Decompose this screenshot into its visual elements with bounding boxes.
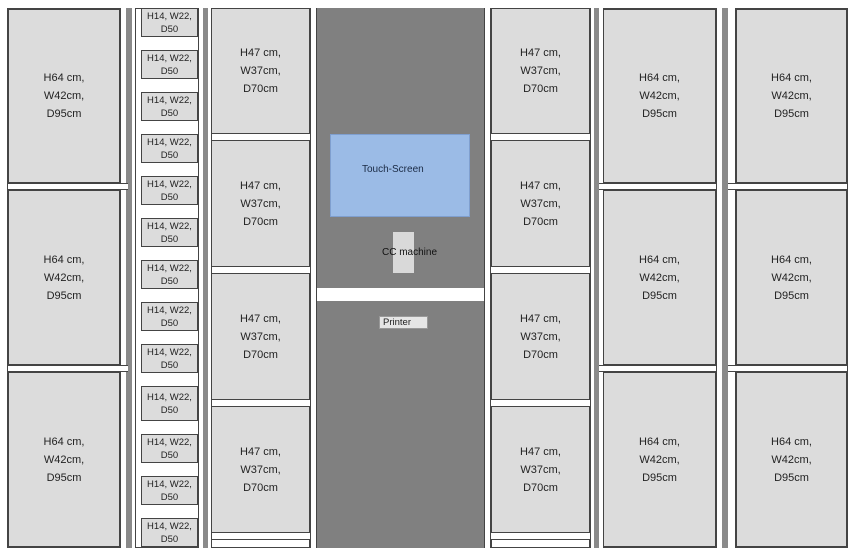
medium-locker[interactable]: H47 cm, W37cm, D70cm xyxy=(211,273,310,400)
kiosk-panel xyxy=(317,8,484,548)
small-locker[interactable]: H14, W22, D50 xyxy=(141,518,198,547)
small-locker[interactable]: H14, W22, D50 xyxy=(141,176,198,205)
large-locker[interactable]: H64 cm, W42cm, D95cm xyxy=(603,9,716,183)
divider-bar xyxy=(203,8,208,548)
medium-locker[interactable]: H47 cm, W37cm, D70cm xyxy=(491,273,590,400)
divider-bar xyxy=(126,8,132,548)
small-locker[interactable]: H14, W22, D50 xyxy=(141,218,198,247)
small-locker[interactable]: H14, W22, D50 xyxy=(141,134,198,163)
medium-locker[interactable]: H47 cm, W37cm, D70cm xyxy=(211,8,310,134)
divider-strip xyxy=(484,8,491,548)
touch-screen-label: Touch-Screen xyxy=(362,164,424,175)
divider-strip xyxy=(310,8,317,548)
cc-machine[interactable] xyxy=(393,232,414,273)
small-locker[interactable]: H14, W22, D50 xyxy=(141,434,198,463)
medium-locker[interactable]: H47 cm, W37cm, D70cm xyxy=(491,8,590,134)
large-locker[interactable]: H64 cm, W42cm, D95cm xyxy=(8,190,120,365)
locker-base xyxy=(491,539,590,548)
medium-locker[interactable]: H47 cm, W37cm, D70cm xyxy=(491,406,590,533)
separator xyxy=(599,183,716,190)
small-locker[interactable]: H14, W22, D50 xyxy=(141,302,198,331)
separator xyxy=(599,365,716,372)
small-locker[interactable]: H14, W22, D50 xyxy=(141,386,198,421)
large-locker[interactable]: H64 cm, W42cm, D95cm xyxy=(736,372,847,547)
touch-screen[interactable]: Touch-Screen xyxy=(330,134,470,217)
large-locker[interactable]: H64 cm, W42cm, D95cm xyxy=(736,9,847,183)
locker-base xyxy=(211,539,310,548)
separator xyxy=(8,183,128,190)
small-locker[interactable]: H14, W22, D50 xyxy=(141,476,198,505)
divider-bar xyxy=(722,8,728,548)
small-locker[interactable]: H14, W22, D50 xyxy=(141,260,198,289)
printer[interactable]: Printer xyxy=(379,316,428,329)
large-locker[interactable]: H64 cm, W42cm, D95cm xyxy=(603,372,716,547)
divider-bar xyxy=(594,8,599,548)
separator xyxy=(728,183,847,190)
small-locker[interactable]: H14, W22, D50 xyxy=(141,92,198,121)
medium-locker[interactable]: H47 cm, W37cm, D70cm xyxy=(211,406,310,533)
cc-machine-label: CC machine xyxy=(382,247,438,258)
medium-locker[interactable]: H47 cm, W37cm, D70cm xyxy=(491,140,590,267)
separator xyxy=(8,365,128,372)
large-locker[interactable]: H64 cm, W42cm, D95cm xyxy=(603,190,716,365)
small-locker[interactable]: H14, W22, D50 xyxy=(141,344,198,373)
large-locker[interactable]: H64 cm, W42cm, D95cm xyxy=(736,190,847,365)
small-locker[interactable]: H14, W22, D50 xyxy=(141,8,198,37)
large-locker[interactable]: H64 cm, W42cm, D95cm xyxy=(8,372,120,547)
kiosk-divider xyxy=(317,288,484,301)
small-locker[interactable]: H14, W22, D50 xyxy=(141,50,198,79)
medium-locker[interactable]: H47 cm, W37cm, D70cm xyxy=(211,140,310,267)
separator xyxy=(728,365,847,372)
large-locker[interactable]: H64 cm, W42cm, D95cm xyxy=(8,9,120,183)
